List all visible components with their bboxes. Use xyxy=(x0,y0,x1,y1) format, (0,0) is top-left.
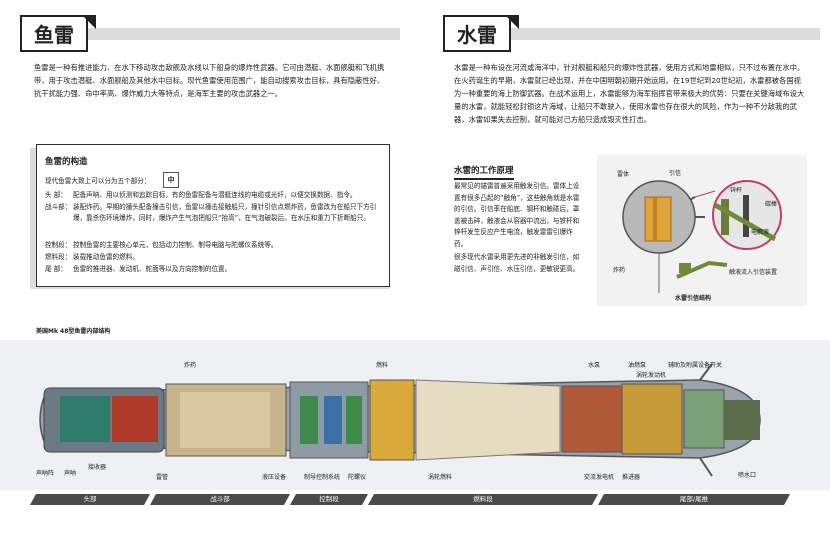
torpedo-label-receiver: 接收器 xyxy=(88,464,107,471)
right-intro: 水雷是一种布设在河流或海洋中，针对舰艇和船只的爆炸性武器，使用方式和地雷相似，只… xyxy=(454,63,805,124)
structure-badge: 中 xyxy=(163,172,179,188)
structure-item-fuel: 燃料段： 装载推动鱼雷的燃料。 xyxy=(45,252,380,264)
structure-item-fuel-value: 装载推动鱼雷的燃料。 xyxy=(73,253,139,261)
structure-item-tail: 尾 部： 鱼雷的推进器、发动机、舵面等以及方向控制的位置。 xyxy=(45,264,380,276)
structure-lead: 现代鱼雷大致上可以分为五个部分： xyxy=(45,177,151,185)
mine-label-carbon: 碳棒 xyxy=(765,201,778,208)
left-title-band xyxy=(80,28,400,40)
mine-work-title: 水雷的工作原理 xyxy=(454,164,514,180)
structure-item-warhead: 战斗部： 装配炸药。早期的撞头配备撞击引信，鱼雷以撞击接触船只，撞针引信点燃炸药… xyxy=(45,202,380,238)
structure-item-head-key: 头 部： xyxy=(45,191,67,199)
right-title: 水雷 xyxy=(457,23,497,47)
structure-badge-text: 中 xyxy=(167,176,175,184)
mine-work-p2: 很多现代水雷采用更先进的非触发引信，如磁引信、声引信、水压引信，更敏锐更高。 xyxy=(454,253,580,273)
right-title-box: 水雷 xyxy=(443,15,511,52)
structure-item-fuel-key: 燃料段： xyxy=(45,253,72,261)
left-title-box: 鱼雷 xyxy=(20,15,88,52)
structure-item-head-value: 配备声呐、用以侦测和追踪目标，有的鱼雷配备与潜艇连线的电缆或光纤，以便交换数据、… xyxy=(73,191,357,199)
mine-label-detonator: 触液流入引信装置 xyxy=(729,269,778,276)
torpedo-label-hydraulic: 液压设备 xyxy=(262,474,287,481)
structure-item-control-key: 控制段： xyxy=(45,241,72,249)
mine-work-p1: 最常见的锚雷普遍采用触发引信。雷体上设置有很多凸起的“触角”，这些触角就是水雷的… xyxy=(454,182,580,248)
section-tail: 尾部/尾推 xyxy=(598,494,790,505)
structure-item-control-value: 控制鱼雷的主要核心单元，包括动力控制、制导电脑与陀螺仪系统等。 xyxy=(73,241,278,249)
torpedo-label-alternator: 交流发电机 xyxy=(584,474,615,481)
torpedo-label-explosive: 炸药 xyxy=(184,362,197,369)
torpedo-label-detonator: 雷管 xyxy=(156,474,169,481)
structure-item-control: 控制段： 控制鱼雷的主要核心单元，包括动力控制、制导电脑与陀螺仪系统等。 xyxy=(45,240,380,252)
mine-diagram xyxy=(622,180,782,293)
torpedo-diagram: 炸药 燃料 水泵 油燃泵 涡轮发动机 辅助及附属设备开关 声呐阵 声呐 接收器 … xyxy=(0,340,830,490)
structure-item-head: 头 部： 配备声呐、用以侦测和追踪目标，有的鱼雷配备与潜艇连线的电缆或光纤，以便… xyxy=(45,190,380,202)
section-head: 头部 xyxy=(30,494,150,505)
left-title: 鱼雷 xyxy=(34,23,74,47)
torpedo-diagram-caption: 美国Mk 48型鱼雷内部结构 xyxy=(36,328,111,335)
torpedo-cutaway xyxy=(39,363,761,477)
torpedo-label-fuel-pump: 油燃泵 xyxy=(628,362,647,369)
structure-item-warhead-key: 战斗部： xyxy=(45,203,72,211)
structure-item-warhead-value: 装配炸药。早期的撞头配备撞击引信，鱼雷以撞击接触船只，撞针引信点燃炸药，鱼雷改为… xyxy=(73,203,377,222)
torpedo-label-gyroscope: 陀螺仪 xyxy=(348,474,367,481)
torpedo-label-sonar-array: 声呐阵 xyxy=(36,470,55,477)
section-fuel: 燃料段 xyxy=(368,494,598,505)
structure-title: 鱼雷的构造 xyxy=(45,157,88,167)
torpedo-label-turbine-fuel: 涡轮燃料 xyxy=(428,474,453,481)
torpedo-label-propeller: 推进器 xyxy=(622,474,641,481)
torpedo-label-sonar: 声呐 xyxy=(64,470,77,477)
mine-diagram-panel: 雷体 引信 炸药 锌杆 碳棒 电解液 触液流入引信装置 水雷引信结构 xyxy=(597,155,807,306)
torpedo-label-fuel: 燃料 xyxy=(376,362,389,369)
torpedo-label-water-jet: 喷水口 xyxy=(738,472,757,479)
torpedo-label-pump: 水泵 xyxy=(588,362,601,369)
structure-box: 鱼雷的构造 现代鱼雷大致上可以分为五个部分： 中 头 部： 配备声呐、用以侦测和… xyxy=(36,144,390,287)
left-intro: 鱼雷是一种有推进能力、在水下移动攻击敌舰及水线以下船身的爆炸性武器。它可由潜艇、… xyxy=(34,63,385,98)
structure-item-tail-key: 尾 部： xyxy=(45,265,67,273)
section-warhead: 战斗部 xyxy=(150,494,290,505)
section-control: 控制段 xyxy=(290,494,368,505)
torpedo-label-turbine: 涡轮发动机 xyxy=(636,372,667,379)
mine-label-housing: 雷体 xyxy=(617,171,630,178)
mine-label-electrolyte: 电解液 xyxy=(751,229,770,236)
mine-label-zinc: 锌杆 xyxy=(730,187,743,194)
mine-label-horn: 引信 xyxy=(669,170,682,177)
right-title-band xyxy=(500,28,820,40)
mine-label-charge: 炸药 xyxy=(613,267,626,274)
mine-diagram-caption: 水雷引信结构 xyxy=(675,295,712,302)
torpedo-label-guidance: 制导控制系统 xyxy=(304,474,341,481)
torpedo-label-aux-switch: 辅助及附属设备开关 xyxy=(668,362,723,369)
structure-item-tail-value: 鱼雷的推进器、发动机、舵面等以及方向控制的位置。 xyxy=(73,265,232,273)
